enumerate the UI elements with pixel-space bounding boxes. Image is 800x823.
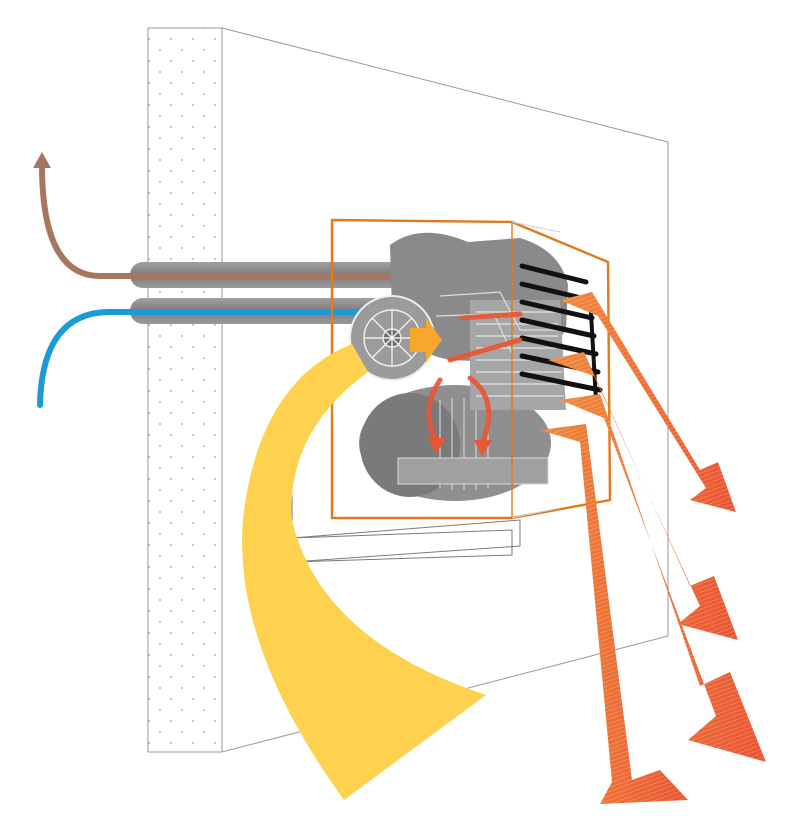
housing-panel-lines	[511, 221, 561, 519]
blue-pipe	[37, 309, 503, 408]
fan-icon	[349, 295, 435, 381]
cool-air-inflow-arrow-icon	[242, 344, 486, 800]
hot-air-arrow-2	[548, 352, 738, 640]
hot-air-outflow-arrows-icon	[540, 292, 766, 804]
hot-air-arrow-3	[560, 394, 766, 762]
hot-air-arrow-4	[540, 424, 688, 804]
cylinder-block	[470, 300, 566, 410]
motor-base	[397, 457, 549, 485]
inner-intake-arrow-icon	[410, 318, 442, 362]
internal-flow-arrowhead-1	[428, 438, 446, 454]
brown-pipe	[39, 162, 473, 279]
hot-air-arrow-1	[560, 292, 736, 512]
internal-flow-arrowhead-2	[474, 440, 492, 456]
brown-pipe-arrow-icon	[33, 152, 51, 168]
wall-section	[147, 27, 223, 753]
internal-hot-flow	[426, 311, 523, 447]
